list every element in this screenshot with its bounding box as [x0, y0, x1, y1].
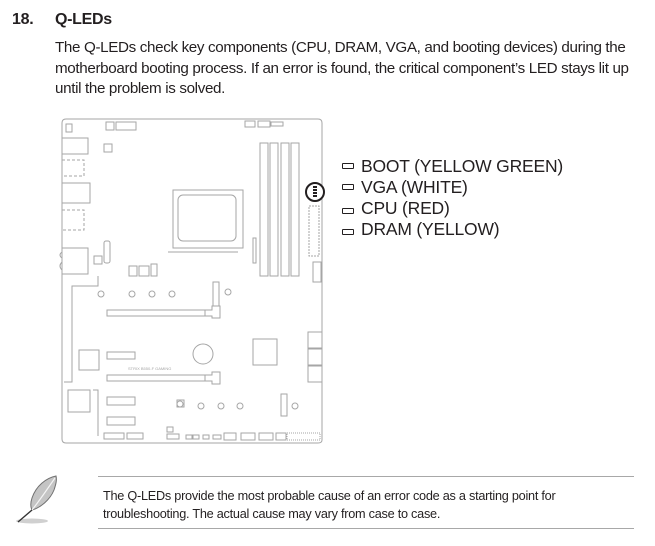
board-model-label: STRIX B550-F GAMING [128, 366, 171, 371]
cmos-battery [192, 343, 214, 365]
audio-codec [67, 389, 91, 413]
dram-slot-a1 [259, 142, 269, 277]
cpu-power-connector [105, 121, 115, 131]
rear-io-usb-2 [61, 209, 85, 231]
q-led-indicators [313, 186, 317, 197]
section-title: Q-LEDs [55, 11, 112, 28]
m2-slot [212, 281, 220, 307]
legend-item-boot: BOOT (YELLOW GREEN) [340, 156, 563, 177]
chipset-box [78, 349, 100, 371]
m2-slot-2 [280, 393, 288, 417]
cpu-socket [172, 189, 244, 249]
intro-paragraph: The Q-LEDs check key components (CPU, DR… [55, 39, 629, 97]
legend-item-dram: DRAM (YELLOW) [340, 219, 563, 240]
legend-item-vga: VGA (WHITE) [340, 177, 563, 198]
rear-io-audio [61, 247, 89, 275]
note-divider-bottom [98, 528, 634, 529]
pen-icon [16, 475, 57, 524]
note-divider-top [98, 476, 634, 477]
section-number: 18. [12, 11, 34, 28]
motherboard-diagram: STRIX B550-F GAMING [59, 118, 325, 444]
dram-slot-b2 [290, 142, 300, 277]
note-text: The Q-LEDs provide the most probable cau… [103, 489, 556, 521]
fan-header [244, 120, 256, 128]
pcie-x16-slot-1 [106, 309, 206, 317]
led-vga-icon [342, 184, 354, 190]
rear-io-lan [61, 182, 91, 204]
pcie-x1-slot [106, 351, 136, 360]
legend-label: BOOT (YELLOW GREEN) [361, 156, 564, 176]
pcie-x1-slot-2 [106, 396, 136, 406]
fan-header-2 [257, 120, 271, 128]
q-led-legend: BOOT (YELLOW GREEN) VGA (WHITE) CPU (RED… [340, 156, 563, 240]
dram-slot-b1 [280, 142, 290, 277]
led-boot-icon [342, 163, 354, 169]
cpu-power-connector-2 [115, 121, 137, 131]
legend-label: VGA (WHITE) [361, 177, 468, 197]
pcie-x1-slot-3 [106, 416, 136, 426]
rear-io-usb [61, 137, 89, 155]
legend-item-cpu: CPU (RED) [340, 198, 563, 219]
led-cpu-icon [342, 208, 354, 214]
legend-label: CPU (RED) [361, 198, 450, 218]
chipset [252, 338, 278, 366]
led-dram-icon [342, 229, 354, 235]
rear-io-hdmi [61, 159, 85, 177]
atx-power-connector [308, 205, 320, 257]
board-outline [61, 118, 323, 444]
pcie-x16-slot-2 [106, 374, 206, 382]
legend-label: DRAM (YELLOW) [361, 219, 500, 239]
dram-slot-a2 [269, 142, 279, 277]
